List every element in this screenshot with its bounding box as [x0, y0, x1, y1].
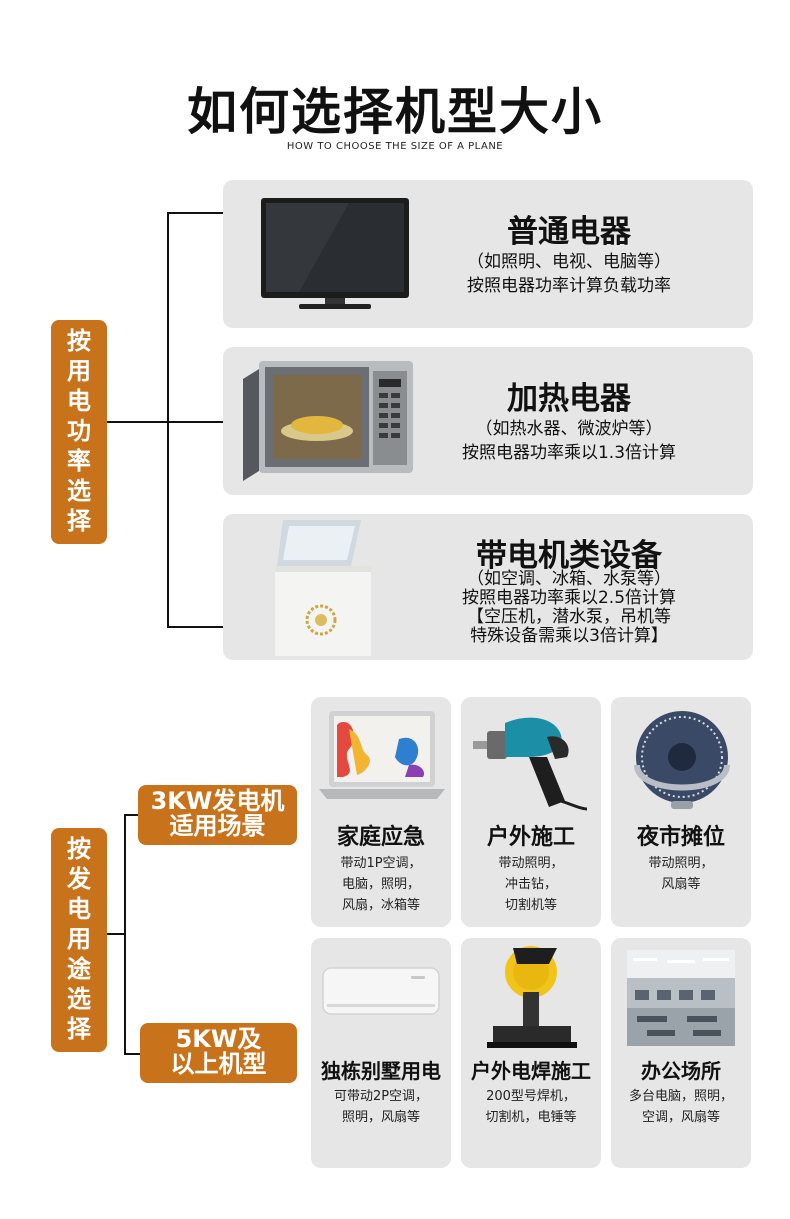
tile-desc: 带动照明，冲击钻，切割机等: [498, 856, 564, 913]
fan-icon: [634, 711, 730, 809]
tile-desc: 带动1P空调，电脑，照明，风扇，冰箱等: [340, 856, 422, 913]
appliance-card-normal: 普通电器 （如照明、电视、电脑等）按照电器功率计算负载功率: [223, 180, 753, 328]
card-title: 普通电器: [507, 214, 631, 250]
tile-title: 夜市摊位: [636, 825, 725, 850]
tier-tag-5kw: 5KW及以上机型: [140, 1023, 297, 1083]
connector-line: [124, 814, 126, 1055]
connector-line: [167, 626, 223, 628]
cutoff-saw-icon: [487, 946, 577, 1048]
laptop-icon: [319, 711, 445, 799]
card-desc: （如空调、冰箱、水泵等）按照电器功率乘以2.5倍计算【空压机，潜水泵，吊机等特殊…: [461, 569, 677, 646]
tile-desc: 多台电脑，照明，空调，风扇等: [628, 1089, 733, 1125]
tile-title: 办公场所: [641, 1059, 721, 1083]
connector-line: [124, 814, 140, 816]
usage-tile-office: 办公场所 多台电脑，照明，空调，风扇等: [611, 938, 751, 1168]
tile-desc: 可带动2P空调，照明，风扇等: [333, 1089, 429, 1125]
connector-line: [167, 212, 223, 214]
usage-section-label: 按发电用途选择: [51, 828, 107, 1052]
connector-line: [107, 421, 168, 423]
tile-desc: 带动照明，风扇等: [648, 856, 714, 892]
tier-tag-3kw: 3KW发电机适用场景: [138, 785, 297, 845]
usage-tile-welding: 户外电焊施工 200型号焊机，切割机，电锤等: [461, 938, 601, 1168]
office-icon: [627, 950, 735, 1046]
tile-title: 独栋别墅用电: [321, 1059, 441, 1083]
card-desc: （如热水器、微波炉等）按照电器功率乘以1.3倍计算: [461, 419, 677, 463]
card-title: 带电机类设备: [476, 538, 662, 574]
card-title: 加热电器: [507, 381, 631, 417]
usage-tile-villa: 独栋别墅用电 可带动2P空调，照明，风扇等: [311, 938, 451, 1168]
tile-title: 家庭应急: [336, 825, 425, 850]
appliance-card-motor: 带电机类设备 （如空调、冰箱、水泵等）按照电器功率乘以2.5倍计算【空压机，潜水…: [223, 514, 753, 660]
card-desc: （如照明、电视、电脑等）按照电器功率计算负载功率: [467, 252, 671, 296]
connector-line: [124, 1053, 140, 1055]
tv-icon: [261, 198, 409, 309]
air-conditioner-icon: [322, 967, 440, 1015]
drill-icon: [473, 717, 588, 811]
tile-title: 户外施工: [486, 825, 575, 850]
power-section-label: 按用电功率选择: [51, 320, 107, 544]
freezer-icon: [275, 520, 371, 656]
usage-tile-home: 家庭应急 带动1P空调，电脑，照明，风扇，冰箱等: [311, 697, 451, 927]
microwave-icon: [243, 361, 413, 481]
page-subtitle: HOW TO CHOOSE THE SIZE OF A PLANE: [286, 141, 504, 152]
tile-desc: 200型号焊机，切割机，电锤等: [485, 1089, 577, 1125]
appliance-card-heating: 加热电器 （如热水器、微波炉等）按照电器功率乘以1.3倍计算: [223, 347, 753, 495]
connector-line: [107, 933, 125, 935]
usage-tile-outdoor: 户外施工 带动照明，冲击钻，切割机等: [461, 697, 601, 927]
connector-line: [167, 421, 223, 423]
tile-title: 户外电焊施工: [471, 1059, 591, 1083]
page-title: 如何选择机型大小: [187, 83, 603, 141]
connector-line: [167, 212, 169, 628]
usage-tile-night-market: 夜市摊位 带动照明，风扇等: [611, 697, 751, 927]
